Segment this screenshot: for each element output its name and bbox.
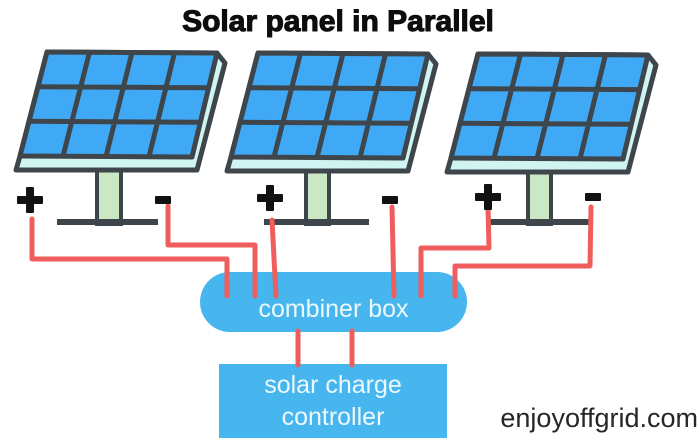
charge-controller-label: solar charge controller (264, 371, 402, 431)
panel-3-plus-icon: + (475, 184, 501, 210)
solar-panel-2 (227, 53, 436, 171)
panel-1-stand (95, 164, 123, 226)
combiner-box: combiner box (200, 272, 467, 332)
panel-2-minus-icon: - (382, 196, 398, 204)
panel-2-stand (304, 164, 331, 226)
watermark: enjoyoffgrid.com (500, 403, 698, 433)
panel-3-minus-icon: - (585, 193, 601, 201)
wire-panel1-positive (29, 216, 230, 299)
solar-panel-3 (447, 54, 656, 172)
wire-panel3-negative (452, 204, 594, 299)
panel-3-stand (526, 164, 553, 226)
page-title: Solar panel in Parallel (182, 4, 495, 38)
solar-panel-1 (16, 52, 225, 170)
charge-controller-box: solar charge controller (219, 364, 447, 438)
panel-1-plus-icon: + (17, 187, 43, 213)
panel-2-plus-icon: + (257, 185, 283, 211)
combiner-box-label: combiner box (258, 294, 409, 323)
panel-1-minus-icon: - (155, 196, 171, 204)
